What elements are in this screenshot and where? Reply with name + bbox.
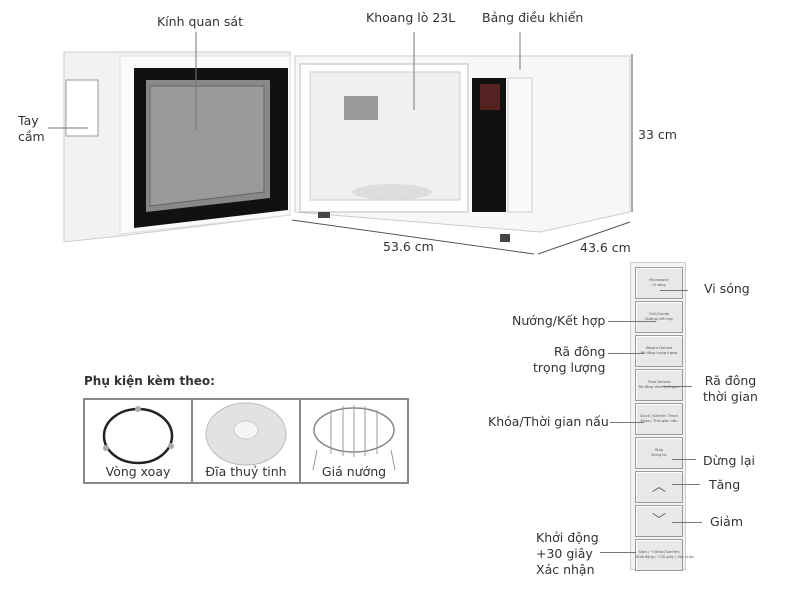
accessory-name: Đĩa thuỷ tinh [205, 464, 287, 479]
microwave-button[interactable]: Microwave Vi sóng [635, 267, 683, 299]
button-text: Weight Defrost Rã đông trọng lượng [641, 346, 678, 355]
clock-timer-button[interactable]: Clock / Kitchen Timer Khóa / Thời gian n… [635, 403, 683, 435]
label-depth: 43.6 cm [580, 240, 631, 255]
button-text: Start / +30sec/Confirm Khởi động / +30 g… [636, 550, 695, 559]
callout-start: Khởi động +30 giây Xác nhận [536, 530, 599, 577]
chevron-up-icon: ︿ [652, 479, 666, 495]
callout-microwave: Vi sóng [704, 281, 750, 296]
accessory-grill-rack: Giá nướng [301, 400, 407, 482]
accessory-turntable-ring: Vòng xoay [85, 400, 193, 482]
button-text: Microwave Vi sóng [649, 278, 669, 287]
grill-combi-button[interactable]: Grill/Combi Nướng/ kết hợp [635, 301, 683, 333]
callout-weight-defrost: Rã đông trọng lượng [533, 344, 606, 375]
label-viewing-window: Kính quan sát [157, 14, 243, 29]
chevron-down-icon: ﹀ [652, 513, 666, 529]
turntable-ring-icon [102, 406, 174, 465]
door-handle [65, 79, 99, 137]
label-height: 33 cm [638, 127, 677, 142]
label-cavity: Khoang lò 23L [366, 10, 456, 25]
accessory-glass-plate: Đĩa thuỷ tinh [193, 400, 301, 482]
button-text: Clock / Kitchen Timer Khóa / Thời gian n… [639, 414, 679, 423]
accessories-title: Phụ kiện kèm theo: [84, 374, 215, 388]
grill-rack-icon [312, 405, 396, 471]
callout-increase: Tăng [709, 477, 741, 492]
time-defrost-button[interactable]: Time Defrost Rã đông theo thời gian [635, 369, 683, 401]
button-text: Stop Dừng lại [651, 448, 667, 457]
label-width: 53.6 cm [383, 239, 434, 254]
weight-defrost-button[interactable]: Weight Defrost Rã đông trọng lượng [635, 335, 683, 367]
accessory-name: Giá nướng [321, 464, 387, 479]
glass-plate-icon [205, 402, 287, 466]
oven-cavity [309, 71, 461, 201]
callout-stop: Dừng lại [703, 453, 755, 468]
label-control-panel: Bảng điều khiển [482, 10, 584, 25]
accessories-table: Vòng xoay Đĩa thuỷ tinh Giá nướng [83, 398, 409, 484]
accessory-name: Vòng xoay [105, 464, 171, 479]
increase-button[interactable]: ︿ [635, 471, 683, 503]
start-button[interactable]: Start / +30sec/Confirm Khởi động / +30 g… [635, 539, 695, 571]
decrease-button[interactable]: ﹀ [635, 505, 683, 537]
callout-clock-timer: Khóa/Thời gian nấu [488, 414, 609, 429]
button-text: Grill/Combi Nướng/ kết hợp [645, 312, 673, 321]
callout-decrease: Giảm [710, 514, 743, 529]
callout-grill-combi: Nướng/Kết hợp [512, 313, 606, 328]
stop-button[interactable]: Stop Dừng lại [635, 437, 683, 469]
label-handle: Tay cầm [18, 113, 45, 144]
callout-time-defrost: Rã đông thời gian [703, 373, 758, 404]
button-text: Time Defrost Rã đông theo thời gian [638, 380, 680, 389]
control-panel: Microwave Vi sóng Grill/Combi Nướng/ kết… [630, 262, 695, 571]
